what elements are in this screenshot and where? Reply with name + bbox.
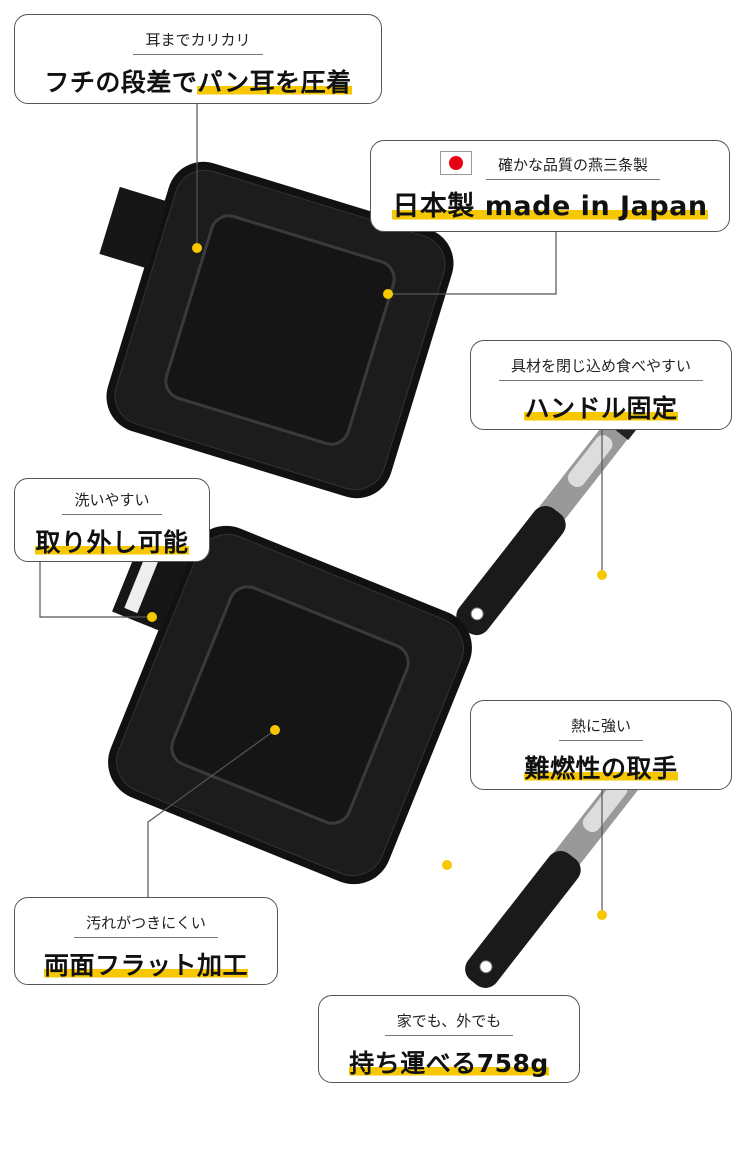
callout-title: 取り外し可能	[15, 523, 209, 559]
callout-handle-fixed: 具材を閉じ込め食べやすい ハンドル固定	[470, 340, 732, 430]
callout-crust-press: 耳までカリカリ フチの段差でパン耳を圧着	[14, 14, 382, 104]
callout-subtitle: 具材を閉じ込め食べやすい	[498, 355, 703, 381]
callout-subtitle: 確かな品質の燕三条製	[485, 154, 660, 180]
title-highlight: ハンドル固定	[524, 394, 678, 423]
callout-dots	[147, 243, 607, 920]
callout-subtitle: 汚れがつきにくい	[74, 912, 218, 938]
callout-flat-coating: 汚れがつきにくい 両面フラット加工	[14, 897, 278, 985]
callout-title: フチの段差でパン耳を圧着	[15, 63, 381, 99]
title-highlight: 難燃性の取手	[524, 754, 678, 783]
sandwich-pan-bottom	[108, 525, 655, 988]
callout-subtitle: 耳までカリカリ	[133, 29, 263, 55]
title-highlight: 取り外し可能	[35, 528, 189, 557]
title-highlight: 両面フラット加工	[43, 951, 248, 980]
callout-title: 日本製 made in Japan	[371, 184, 729, 223]
callout-portable-weight: 家でも、外でも 持ち運べる758g	[318, 995, 580, 1083]
japan-flag-icon	[439, 151, 472, 175]
callout-subtitle: 熱に強い	[558, 715, 643, 741]
title-highlight: 日本製 made in Japan	[392, 190, 708, 222]
callout-title: 難燃性の取手	[471, 749, 731, 785]
callout-title: ハンドル固定	[471, 389, 731, 425]
callout-flame-resistant-handle: 熱に強い 難燃性の取手	[470, 700, 732, 790]
callout-subtitle: 家でも、外でも	[384, 1010, 514, 1036]
callout-title: 両面フラット加工	[15, 946, 277, 982]
callout-subtitle: 洗いやすい	[62, 489, 162, 515]
title-plain: フチの段差で	[44, 68, 198, 97]
callout-made-in-japan: 確かな品質の燕三条製 日本製 made in Japan	[370, 140, 730, 232]
title-highlight: パン耳を圧着	[197, 68, 352, 97]
title-highlight: 持ち運べる758g	[349, 1049, 549, 1078]
callout-title: 持ち運べる758g	[319, 1044, 579, 1080]
connector-lines	[39, 103, 603, 915]
callout-removable: 洗いやすい 取り外し可能	[14, 478, 210, 562]
